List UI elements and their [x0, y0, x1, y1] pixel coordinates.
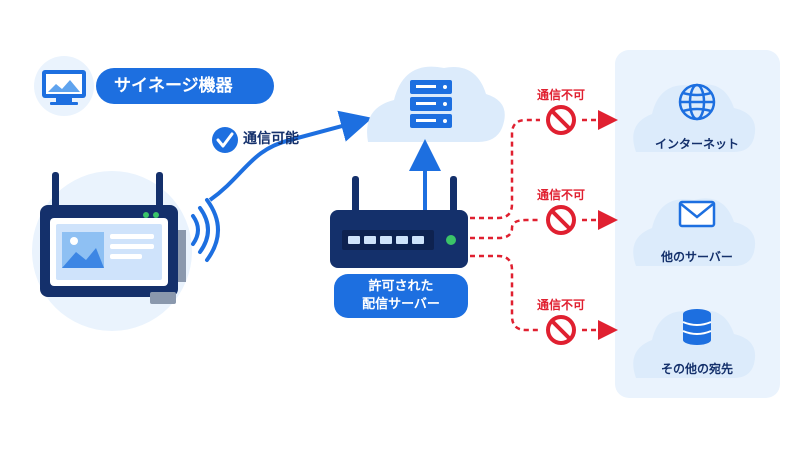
prohibited-icon [546, 205, 576, 235]
device-title: サイネージ機器 [96, 68, 274, 104]
database-icon [682, 309, 712, 345]
prohibited-icon [546, 315, 576, 345]
router [330, 176, 468, 268]
prohibited-icon [546, 105, 576, 135]
allowed-server-label-line2: 配信サーバー [362, 297, 440, 312]
destination-cloud-other-server [633, 198, 756, 266]
check-circle-icon [212, 127, 238, 153]
blocked-label: 通信不可 [536, 188, 585, 202]
blocked-paths [470, 110, 618, 340]
signage-device [40, 172, 186, 304]
blocked-label: 通信不可 [536, 298, 585, 312]
envelope-icon [678, 200, 716, 228]
destination-label-other: その他の宛先 [660, 362, 733, 376]
monitor-icon [34, 56, 94, 116]
allowed-server-label-line1: 許可された [368, 279, 434, 294]
allowed-path [208, 110, 373, 202]
allowed-server-label: 許可された 配信サーバー [334, 274, 468, 318]
server-rack-icon [410, 80, 452, 128]
blocked-label: 通信不可 [536, 88, 585, 102]
destination-label-internet: インターネット [654, 137, 739, 151]
wireless-icon [191, 198, 220, 262]
globe-icon [678, 83, 716, 121]
allowed-label: 通信可能 [243, 131, 299, 147]
destination-label-other-server: 他のサーバー [661, 250, 733, 264]
